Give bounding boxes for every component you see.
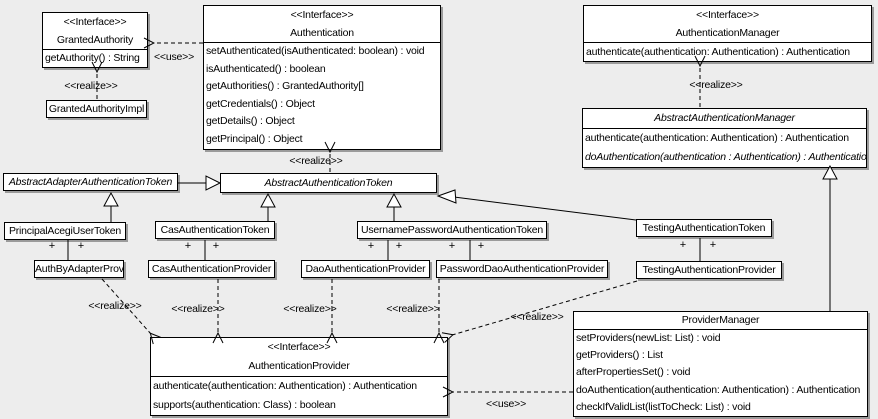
method: authenticate(authentication: Authenticat… bbox=[586, 46, 850, 58]
class-username-password-authentication-token[interactable]: UsernamePasswordAuthenticationToken bbox=[357, 221, 547, 239]
class-name: CasAuthenticationToken bbox=[160, 224, 270, 236]
stereotype-label: <<Interface>> bbox=[290, 9, 354, 21]
class-testing-authentication-token[interactable]: TestingAuthenticationToken bbox=[636, 219, 772, 237]
class-title: <<Interface>> AuthenticationProvider bbox=[151, 338, 447, 376]
class-name: AuthByAdapterProvider bbox=[35, 263, 124, 275]
class-name: AuthenticationProvider bbox=[248, 360, 350, 372]
class-password-dao-authentication-provider[interactable]: PasswordDaoAuthenticationProvider bbox=[436, 260, 608, 278]
method: isAuthenticated() : boolean bbox=[206, 62, 326, 75]
methods-compartment: getAuthority() : String bbox=[43, 49, 147, 67]
method: getAuthorities() : GrantedAuthority[] bbox=[206, 80, 364, 93]
use-label: <<use>> bbox=[153, 51, 195, 63]
multiplicity: + bbox=[679, 239, 687, 251]
class-name: GrantedAuthorityImpl bbox=[48, 103, 145, 115]
class-name: GrantedAuthority bbox=[56, 34, 134, 46]
realize-label: <<realize>> bbox=[64, 80, 118, 92]
method: doAuthentication(authentication: Authent… bbox=[576, 383, 861, 396]
class-name: AbstractAuthenticationManager bbox=[654, 112, 795, 124]
realize-label: <<realize>> bbox=[171, 303, 225, 315]
method: doAuthentication(authentication : Authen… bbox=[585, 151, 866, 163]
generalization-principalacegiusertoken[interactable] bbox=[103, 191, 119, 222]
generalization-abstractadapter-to-abstracttoken[interactable] bbox=[178, 175, 222, 191]
generalization-usernamepasswordtoken[interactable] bbox=[386, 192, 402, 221]
method: setProviders(newList: List) : void bbox=[576, 332, 721, 344]
method: getAuthority() : String bbox=[45, 52, 140, 64]
realize-label: <<realize>> bbox=[289, 155, 343, 167]
realize-label: <<realize>> bbox=[283, 303, 337, 315]
multiplicity: + bbox=[77, 240, 85, 252]
method: getDetails() : Object bbox=[206, 115, 295, 128]
realize-label: <<realize>> bbox=[510, 311, 564, 323]
class-testing-authentication-provider[interactable]: TestingAuthenticationProvider bbox=[636, 261, 782, 279]
class-granted-authority-impl[interactable]: GrantedAuthorityImpl bbox=[46, 100, 147, 118]
method: getCredentials() : Object bbox=[206, 97, 315, 110]
class-name: CasAuthenticationProvider bbox=[151, 263, 272, 275]
multiplicity: + bbox=[395, 240, 403, 252]
class-name: AbstractAdapterAuthenticationToken bbox=[8, 176, 173, 188]
class-principal-acegi-user-token[interactable]: PrincipalAcegiUserToken bbox=[4, 222, 126, 240]
multiplicity: + bbox=[212, 240, 220, 252]
method: authenticate(authentication: Authenticat… bbox=[585, 132, 849, 144]
class-name: ProviderManager bbox=[681, 314, 760, 326]
class-title: <<Interface>> Authentication bbox=[204, 6, 440, 42]
multiplicity: + bbox=[367, 240, 375, 252]
class-authentication-manager[interactable]: <<Interface>> AuthenticationManager auth… bbox=[583, 5, 872, 62]
class-name: PrincipalAcegiUserToken bbox=[8, 225, 122, 237]
class-abstract-authentication-token[interactable]: AbstractAuthenticationToken bbox=[220, 173, 437, 193]
class-provider-manager[interactable]: ProviderManager setProviders(newList: Li… bbox=[573, 311, 868, 418]
class-name: Authentication bbox=[290, 27, 354, 39]
methods-compartment: setAuthenticated(isAuthenticated: boolea… bbox=[204, 42, 440, 149]
multiplicity: + bbox=[48, 240, 56, 252]
methods-compartment: authenticate(authentication: Authenticat… bbox=[151, 376, 447, 415]
class-name: AuthenticationManager bbox=[675, 27, 780, 39]
class-dao-authentication-provider[interactable]: DaoAuthenticationProvider bbox=[301, 260, 430, 278]
multiplicity: + bbox=[477, 240, 485, 252]
class-authentication-provider[interactable]: <<Interface>> AuthenticationProvider aut… bbox=[150, 337, 448, 416]
class-cas-authentication-provider[interactable]: CasAuthenticationProvider bbox=[148, 260, 275, 278]
method: getProviders() : List bbox=[576, 349, 663, 362]
methods-compartment: setProviders(newList: List) : void getPr… bbox=[574, 329, 867, 416]
realize-label: <<realize>> bbox=[689, 79, 743, 91]
multiplicity: + bbox=[184, 240, 192, 252]
class-auth-by-adapter-provider[interactable]: AuthByAdapterProvider bbox=[34, 260, 124, 278]
class-name: DaoAuthenticationProvider bbox=[305, 263, 426, 275]
generalization-testingauthenticationtoken[interactable] bbox=[436, 189, 637, 221]
class-name: TestingAuthenticationToken bbox=[642, 222, 766, 234]
method: supports(authentication: Class) : boolea… bbox=[153, 399, 336, 411]
class-abstract-authentication-manager[interactable]: AbstractAuthenticationManager authentica… bbox=[582, 108, 867, 168]
class-title: ProviderManager bbox=[574, 312, 867, 329]
method: checkIfValidList(listToCheck: List) : vo… bbox=[576, 400, 751, 413]
multiplicity: + bbox=[448, 240, 456, 252]
generalization-providermanager[interactable] bbox=[822, 164, 838, 311]
method: authenticate(authentication: Authenticat… bbox=[153, 380, 417, 392]
realize-label: <<realize>> bbox=[386, 303, 440, 315]
class-name: TestingAuthenticationProvider bbox=[642, 264, 776, 276]
method: afterPropertiesSet() : void bbox=[576, 366, 691, 379]
stereotype-label: <<Interface>> bbox=[696, 9, 759, 21]
class-title: <<Interface>> GrantedAuthority bbox=[43, 13, 147, 49]
class-granted-authority[interactable]: <<Interface>> GrantedAuthority getAuthor… bbox=[42, 12, 148, 68]
class-name: PasswordDaoAuthenticationProvider bbox=[439, 263, 605, 275]
class-title: <<Interface>> AuthenticationManager bbox=[584, 6, 871, 42]
realize-label: <<realize>> bbox=[88, 300, 142, 312]
use-label: <<use>> bbox=[485, 398, 527, 410]
class-name: UsernamePasswordAuthenticationToken bbox=[360, 224, 544, 236]
methods-compartment: authenticate(authentication: Authenticat… bbox=[584, 42, 871, 61]
class-authentication[interactable]: <<Interface>> Authentication setAuthenti… bbox=[203, 5, 441, 150]
multiplicity: + bbox=[709, 239, 717, 251]
methods-compartment: authenticate(authentication: Authenticat… bbox=[583, 128, 866, 167]
method: getPrincipal() : Object bbox=[206, 132, 303, 145]
class-cas-authentication-token[interactable]: CasAuthenticationToken bbox=[155, 221, 275, 239]
stereotype-label: <<Interface>> bbox=[63, 16, 127, 28]
stereotype-label: <<Interface>> bbox=[267, 341, 331, 353]
class-name: AbstractAuthenticationToken bbox=[264, 177, 393, 189]
class-abstract-adapter-authentication-token[interactable]: AbstractAdapterAuthenticationToken bbox=[3, 173, 178, 191]
method: setAuthenticated(isAuthenticated: boolea… bbox=[206, 45, 425, 57]
class-title: AbstractAuthenticationManager bbox=[583, 109, 866, 128]
generalization-casauthenticationtoken[interactable] bbox=[260, 192, 276, 221]
